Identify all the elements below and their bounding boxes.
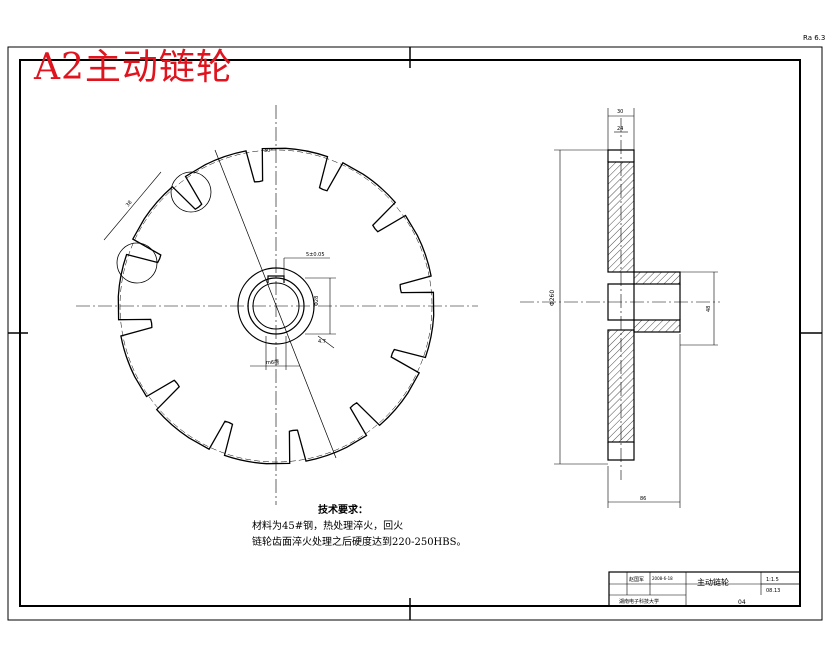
dim-bore: Φ28 xyxy=(314,296,320,306)
roller-circle-top xyxy=(170,171,212,213)
dim-tooth-angle: 30° xyxy=(264,148,273,154)
dim-total-length: 86 xyxy=(640,496,646,502)
dim-key-width: m6槽 xyxy=(266,359,279,366)
dim-keyway-tol: 5±0.05 xyxy=(306,252,325,258)
tb-number: 04 xyxy=(738,599,746,606)
sprocket-outline xyxy=(117,147,435,465)
dim-key-depth: 4.7 xyxy=(318,339,326,345)
tb-school: 湖南电子科技大学 xyxy=(619,598,659,605)
drawing-title: A2主动链轮 xyxy=(34,47,233,88)
tb-date: 2008-6-18 xyxy=(652,576,673,581)
hub-top-hatch xyxy=(633,271,681,285)
dim-side-top-2: 24 xyxy=(617,126,623,132)
dim-hub: 48 xyxy=(706,306,712,312)
tb-designer: 赵国军 xyxy=(629,576,644,583)
roller-circle-left xyxy=(116,242,158,284)
dim-diameter: Φ260 xyxy=(549,290,556,306)
sprocket-side-view xyxy=(520,108,720,508)
roughness-mark: Ra 6.3 xyxy=(803,34,826,42)
notes-heading: 技术要求： xyxy=(318,505,368,516)
notes-line-1: 材料为45#钢，热处理淬火，回火 xyxy=(252,521,404,532)
center-lines xyxy=(76,105,478,505)
dim-side-top-1: 30 xyxy=(617,109,623,115)
sprocket-front-view xyxy=(76,105,478,505)
tb-scale: 1:1.5 xyxy=(766,577,779,583)
centering-marks xyxy=(8,47,822,620)
hub-bottom-hatch xyxy=(633,319,681,333)
dim-pitch: 38 xyxy=(125,200,134,209)
tb-sheet: 08.13 xyxy=(766,588,780,594)
technical-notes: 技术要求： 材料为45#钢，热处理淬火，回火 链轮齿面淬火处理之后硬度达到220… xyxy=(252,503,466,551)
pitch-dim-line xyxy=(103,171,162,241)
diagonal-leader xyxy=(214,149,337,459)
notes-line-2: 链轮齿面淬火处理之后硬度达到220-250HBS。 xyxy=(252,537,467,548)
title-block xyxy=(608,571,801,607)
side-dims xyxy=(554,108,718,508)
keyway-dims xyxy=(250,257,336,370)
tb-part-name: 主动链轮 xyxy=(697,577,729,587)
